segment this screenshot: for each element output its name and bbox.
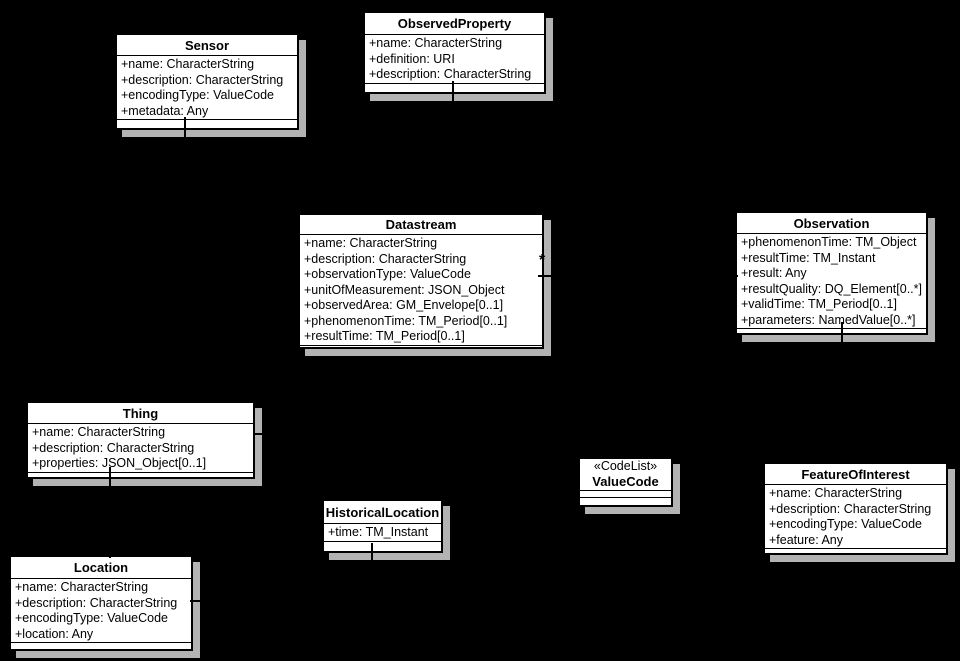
class-box-observedproperty[interactable]: ObservedProperty +name: CharacterString+… [363,11,546,94]
attribute-line: +name: CharacterString [304,236,438,250]
attribute-line: +description: CharacterString [369,67,532,81]
empty-compartment [365,82,544,96]
attribute-line: +observedArea: GM_Envelope[0..1] [304,298,504,312]
class-title: Location [11,557,191,579]
class-title: ValueCode [592,474,659,489]
class-box-observation[interactable]: Observation +phenomenonTime: TM_Object+r… [735,211,928,335]
class-title: HistoricalLocation [324,501,441,524]
attribute-line: +location: Any [15,626,94,641]
attribute-line: +phenomenonTime: TM_Period[0..1] [304,313,508,328]
class-box-valuecode[interactable]: «CodeList» ValueCode [578,457,673,507]
attribute-line: +encodingType: ValueCode [15,611,169,625]
association-thing-location-segment[interactable] [109,467,111,558]
attribute-line: +resultTime: TM_Period[0..1] [304,329,465,343]
class-box-historicallocation[interactable]: HistoricalLocation +time: TM_Instant [322,499,443,553]
class-title: Thing [28,403,253,424]
class-attributes: +name: CharacterString+description: Char… [28,424,253,472]
empty-compartment [324,541,441,551]
class-attributes: +name: CharacterString+description: Char… [300,235,542,345]
attribute-line: +properties: JSON_Object[0..1] [32,456,207,470]
association-location-historicallocation-segment[interactable] [190,600,373,602]
class-title: FeatureOfInterest [765,464,946,485]
attribute-line: +resultQuality: DQ_Element[0..*] [741,281,922,296]
attribute-line: +description: CharacterString [304,251,467,266]
attribute-line: +name: CharacterString [369,36,503,50]
class-title: Datastream [300,215,542,235]
empty-compartment [580,497,671,505]
class-attributes: +name: CharacterString+definition: URI+d… [365,35,544,83]
class-box-thing[interactable]: Thing +name: CharacterString+description… [26,401,255,479]
empty-compartment [11,642,191,654]
attribute-line: +description: CharacterString [15,595,178,610]
attribute-line: +description: CharacterString [32,440,195,455]
attribute-line: +name: CharacterString [121,57,255,71]
empty-compartment [300,344,542,352]
class-attributes: +name: CharacterString+description: Char… [117,56,297,119]
class-attributes: +name: CharacterString+description: Char… [11,579,191,642]
association-sensor-datastream-segment[interactable] [184,199,332,201]
empty-compartment [28,471,253,483]
attribute-line: +description: CharacterString [769,501,932,516]
attribute-line: +description: CharacterString [121,72,284,87]
attribute-line: +result: Any [741,266,807,280]
association-sensor-datastream-segment[interactable] [330,199,332,215]
association-thing-datastream-segment[interactable] [283,300,285,435]
empty-compartment [117,119,297,132]
attribute-line: +name: CharacterString [769,486,903,500]
empty-compartment [765,548,946,558]
class-attributes: +phenomenonTime: TM_Object+resultTime: T… [737,234,926,328]
association-datastream-observation-segment[interactable] [538,275,738,277]
attribute-line: +metadata: Any [121,103,209,118]
attribute-line: +name: CharacterString [15,580,149,594]
attribute-line: +feature: Any [769,532,844,547]
association-thing-datastream-segment[interactable] [283,300,300,302]
association-thing-datastream-segment[interactable] [253,433,285,435]
association-sensor-datastream-segment[interactable] [184,117,186,201]
stereotype-label: «CodeList» [593,459,658,473]
attribute-line: +encodingType: ValueCode [121,88,275,102]
association-location-historicallocation-segment[interactable] [371,543,373,602]
attribute-line: +validTime: TM_Period[0..1] [741,297,897,311]
class-title: ObservedProperty [365,13,544,35]
class-title: Observation [737,213,926,234]
class-title-block: «CodeList» ValueCode [580,459,671,490]
attribute-line: +definition: URI [369,51,455,66]
class-box-sensor[interactable]: Sensor +name: CharacterString+descriptio… [115,33,299,130]
attribute-line: +parameters: NamedValue[0..*] [741,312,916,327]
multiplicity-label: * [539,252,546,269]
association-observedproperty-datastream-segment[interactable] [452,81,454,215]
class-attributes: +time: TM_Instant [324,524,441,541]
empty-compartment [737,328,926,340]
empty-compartment [580,490,671,497]
class-box-location[interactable]: Location +name: CharacterString+descript… [9,555,193,651]
association-observation-featureofinterest-segment[interactable] [841,322,843,464]
class-title: Sensor [117,35,297,56]
attribute-line: +time: TM_Instant [328,525,429,539]
attribute-line: +unitOfMeasurement: JSON_Object [304,282,505,297]
attribute-line: +resultTime: TM_Instant [741,250,876,265]
class-attributes: +name: CharacterString+description: Char… [765,485,946,548]
class-box-datastream[interactable]: Datastream +name: CharacterString+descri… [298,213,544,349]
attribute-line: +phenomenonTime: TM_Object [741,235,917,249]
attribute-line: +name: CharacterString [32,425,166,439]
attribute-line: +observationType: ValueCode [304,267,471,281]
attribute-line: +encodingType: ValueCode [769,517,923,531]
class-box-featureofinterest[interactable]: FeatureOfInterest +name: CharacterString… [763,462,948,555]
